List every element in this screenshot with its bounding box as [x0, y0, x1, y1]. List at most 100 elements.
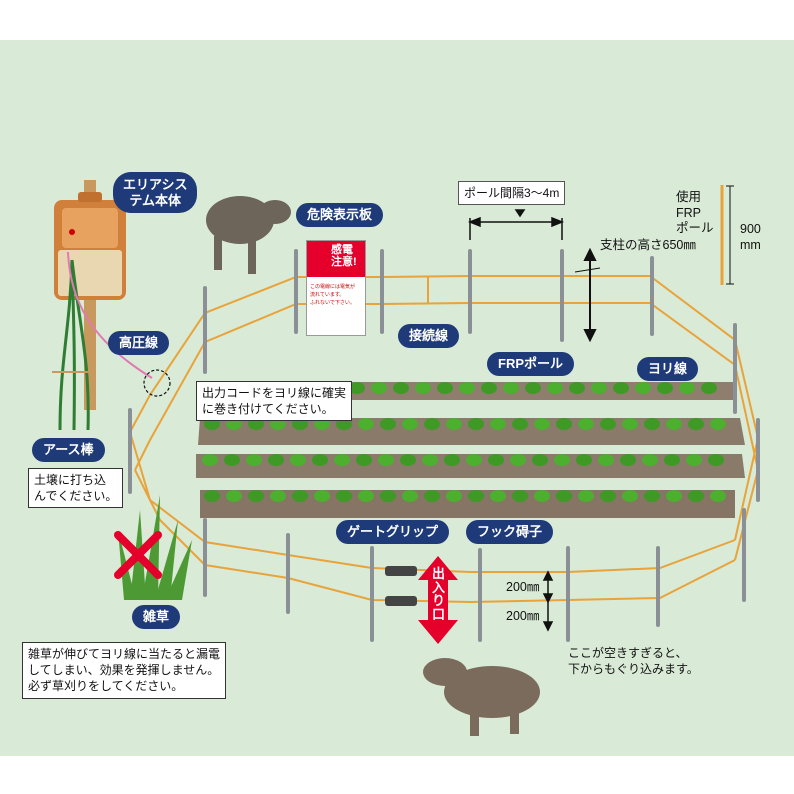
label-entrance: 出 入 り 口 — [432, 566, 446, 622]
crop-leaf — [578, 490, 594, 502]
crop-leaf — [356, 454, 372, 466]
crop-leaf — [512, 418, 528, 430]
crop-leaf — [248, 490, 264, 502]
danger-sign-title: 感電 注意! — [331, 244, 363, 268]
crop-leaf — [424, 418, 440, 430]
note-weeds: 雑草が伸びてヨリ線に当たると漏電 してしまい、効果を発揮しません。 必ず草刈りを… — [22, 642, 227, 699]
connection-highlight — [143, 369, 171, 397]
label-pole-length-unit: mm — [740, 237, 761, 252]
crop-leaf — [534, 418, 550, 430]
crop-leaf — [334, 454, 350, 466]
note-weeds-line2: してしまい、効果を発揮しません。 — [28, 663, 220, 678]
note-output-cord-line1: 出力コードをヨリ線に確実 — [202, 386, 347, 400]
crop-leaf — [622, 490, 638, 502]
crop-leaf — [666, 418, 682, 430]
crop-leaf — [202, 454, 218, 466]
crop-leaf — [576, 454, 592, 466]
crop-leaf — [710, 418, 726, 430]
crop-leaf — [437, 382, 453, 394]
crop-leaf — [424, 490, 440, 502]
callout-weeds: 雑草 — [132, 605, 181, 629]
note-output-cord: 出力コードをヨリ線に確実 に巻き付けてください。 — [196, 381, 353, 422]
gate-grip-icon — [385, 566, 417, 606]
crop-leaf — [446, 490, 462, 502]
crop-leaf — [534, 490, 550, 502]
crop-leaf — [402, 418, 418, 430]
crop-leaf — [358, 490, 374, 502]
crop-leaf — [466, 454, 482, 466]
no-weeds-cross-icon — [114, 531, 162, 579]
crop-leaf — [510, 454, 526, 466]
danger-sign-body-line3: ふれないで下さい。 — [310, 300, 355, 306]
danger-sign-title-line2: 注意! — [331, 256, 357, 269]
boar-icon-top — [206, 196, 291, 274]
danger-sign-body-line2: 流れています。 — [310, 292, 345, 298]
crop-leaf — [532, 454, 548, 466]
gap-markers — [542, 570, 554, 632]
crop-leaf — [554, 454, 570, 466]
callout-danger-sign: 危険表示板 — [296, 203, 384, 227]
label-entrance-1: 出 — [432, 566, 446, 581]
note-weeds-line1: 雑草が伸びてヨリ線に当たると漏電 — [28, 647, 221, 661]
crop-leaf — [622, 418, 638, 430]
callout-yori-wire: ヨリ線 — [637, 357, 699, 381]
crop-leaf — [701, 382, 717, 394]
crop-leaf — [246, 454, 262, 466]
pole-spacing-arrow — [467, 209, 565, 240]
callout-gate-grip: ゲートグリップ — [336, 520, 450, 544]
note-ground-rod-line1: 土壌に打ち込 — [34, 473, 107, 487]
crop-leaf — [371, 382, 387, 394]
label-pole-spacing: ポール間隔3～4m — [458, 181, 566, 206]
crop-leaf — [270, 490, 286, 502]
danger-sign-body-line1: この電線には電気が — [310, 284, 356, 290]
crop-leaf — [710, 490, 726, 502]
label-gap-warning-line1: ここが空きすぎると、 — [568, 646, 688, 660]
label-frp-line3: ポール — [676, 221, 714, 236]
crop-field — [196, 382, 745, 518]
crop-leaf — [600, 418, 616, 430]
crop-leaf — [268, 454, 284, 466]
fence-poles — [128, 249, 760, 642]
energizer-unit-icon — [54, 180, 126, 410]
callout-frp-pole: FRPポール — [487, 352, 575, 376]
crop-leaf — [349, 382, 365, 394]
hv-cord — [67, 251, 153, 379]
crop-leaf — [708, 454, 724, 466]
crop-leaf — [688, 490, 704, 502]
boar-icon-bottom — [423, 658, 540, 736]
callout-hook-insulator: フック碍子 — [466, 520, 554, 544]
note-ground-rod-line2: んでください。 — [34, 489, 118, 504]
danger-sign-body: この電線には電気が 流れています。 ふれないで下さい。 — [310, 283, 362, 307]
crop-leaf — [459, 382, 475, 394]
crop-leaf — [468, 418, 484, 430]
note-weeds-line3: 必ず草刈りをしてください。 — [28, 679, 184, 694]
callout-hv-wire: 高圧線 — [108, 331, 170, 355]
crop-leaf — [224, 454, 240, 466]
post-height-arrow — [574, 247, 601, 343]
callout-main-unit-line2: テム本体 — [129, 192, 182, 208]
crop-leaf — [679, 382, 695, 394]
crop-leaf — [488, 454, 504, 466]
label-post-height: 支柱の高さ650㎜ — [600, 238, 696, 252]
crop-leaf — [490, 418, 506, 430]
crop-leaf — [591, 382, 607, 394]
label-gap-warning-line2: 下からもぐり込みます。 — [568, 661, 699, 676]
crop-leaf — [664, 454, 680, 466]
crop-leaf — [380, 490, 396, 502]
note-ground-rod: 土壌に打ち込 んでください。 — [28, 468, 124, 509]
crop-leaf — [642, 454, 658, 466]
danger-sign-header: 感電 注意! — [307, 241, 365, 277]
crop-leaf — [314, 490, 330, 502]
crop-leaf — [468, 490, 484, 502]
crop-leaf — [226, 490, 242, 502]
danger-sign-title-line1: 感電 — [331, 244, 353, 256]
label-frp-pole-used: 使用 FRP ポール — [676, 190, 714, 237]
pole-length-figure — [720, 185, 734, 285]
crop-leaf — [600, 490, 616, 502]
label-pole-length: 900 mm — [740, 222, 761, 253]
callout-main-unit-line1: エリアシス — [123, 177, 188, 192]
crop-leaf — [635, 382, 651, 394]
crop-leaf — [512, 490, 528, 502]
